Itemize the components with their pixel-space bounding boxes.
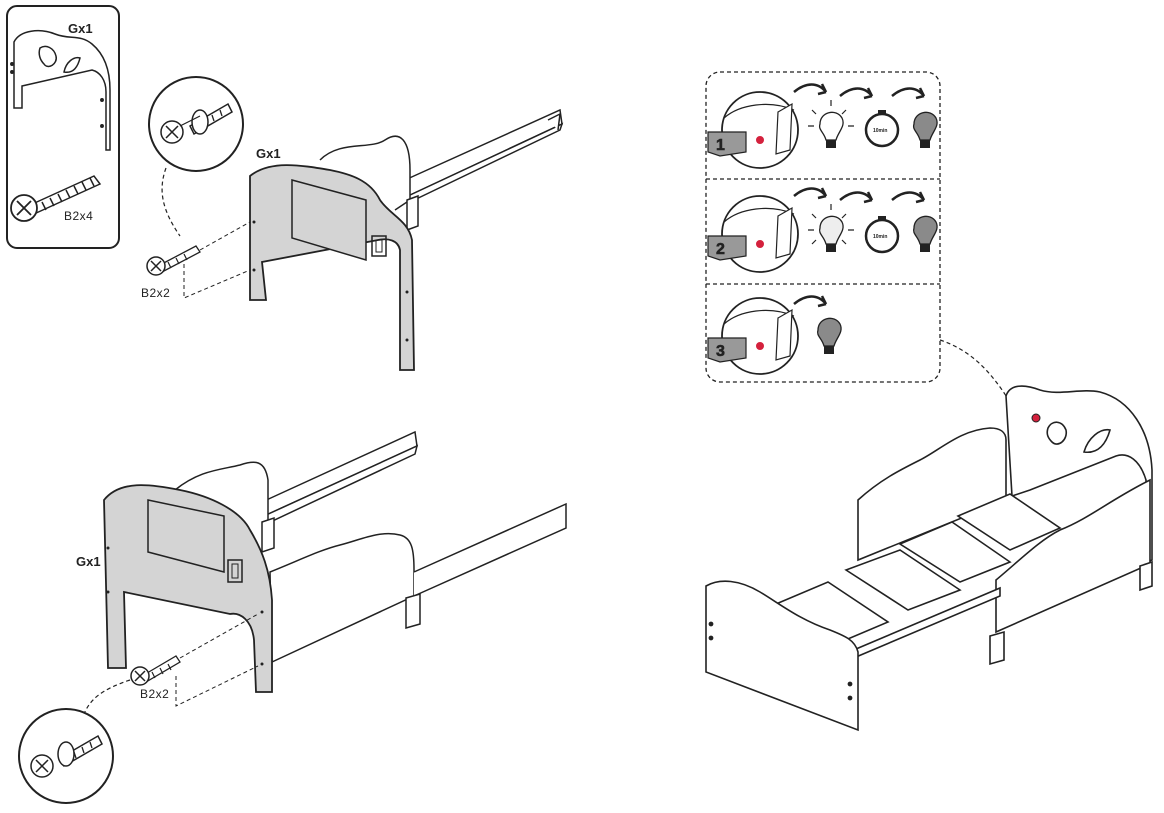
light-row-3: 3 — [707, 295, 842, 375]
row2-arrow-3-icon — [891, 191, 926, 204]
step2-screw — [130, 613, 259, 707]
step2-screw-qty: B2x2 — [140, 687, 169, 701]
step2-side-board — [269, 502, 567, 664]
row2-timer-icon: 10min — [864, 216, 900, 254]
row1-arrow-3-icon — [891, 87, 926, 100]
row3-bulb-off-icon — [816, 317, 842, 354]
bed-slat-4 — [956, 493, 1062, 551]
step1-headboard-qty: Gx1 — [256, 146, 281, 161]
parts-screw-qty: B2x4 — [64, 209, 93, 223]
assembled-bed — [705, 385, 1153, 732]
row1-timer-icon: 10min — [864, 110, 900, 148]
bed-slat-3 — [898, 521, 1012, 583]
bed-far-side-board — [857, 427, 1007, 562]
headboard-cutout-right — [1082, 428, 1112, 454]
parts-headboard-drawing — [10, 29, 111, 151]
step2-assembly: Gx1 B2x2 — [18, 430, 567, 804]
parts-box: Gx1 B2x4 — [6, 5, 120, 249]
parts-headboard-qty: Gx1 — [68, 21, 93, 36]
bed-footboard — [705, 580, 859, 732]
row1-bulb-off-icon — [912, 111, 938, 148]
step1-screw-qty: B2x2 — [141, 286, 170, 300]
row3-press-count: 3 — [716, 343, 725, 360]
step1-screw — [146, 221, 251, 299]
step1-headboard — [249, 164, 415, 371]
bed-leg — [989, 630, 1005, 666]
parts-screw-drawing — [10, 175, 102, 222]
step2-headboard — [103, 484, 273, 693]
step2-zoom-circle — [18, 708, 114, 804]
row2-bulb-off-icon — [912, 215, 938, 252]
step2-headboard-qty: Gx1 — [76, 554, 101, 569]
row2-arrow-2-icon — [839, 191, 874, 204]
row1-arrow-2-icon — [839, 87, 874, 100]
row2-press-count: 2 — [716, 241, 725, 258]
row1-press-count: 1 — [716, 137, 725, 154]
row2-arrow-1-icon — [793, 187, 828, 200]
light-row-1: 1 10min — [707, 83, 938, 169]
light-row-2: 2 10min — [707, 187, 938, 273]
bed-light-button — [1031, 413, 1041, 423]
step1-side-rail — [404, 108, 564, 204]
light-mode-panel: 1 10min 2 — [705, 71, 941, 383]
bed-near-side-board — [995, 478, 1151, 634]
step2-upper-rail — [261, 430, 419, 526]
step1-assembly: Gx1 B2x2 — [141, 76, 564, 371]
row2-timer-label: 10min — [873, 234, 887, 240]
bed-slat-2 — [844, 549, 962, 611]
row1-timer-label: 10min — [873, 128, 887, 134]
row2-bulb-dim-icon — [808, 204, 854, 252]
step1-zoom-circle — [148, 76, 244, 172]
row1-bulb-on-icon — [808, 100, 854, 148]
row3-arrow-icon — [793, 295, 828, 308]
headboard-cutout-left — [1046, 421, 1068, 445]
row1-arrow-1-icon — [793, 83, 828, 96]
bed-leg-2 — [1139, 560, 1153, 592]
bed-headboard — [1005, 385, 1153, 564]
